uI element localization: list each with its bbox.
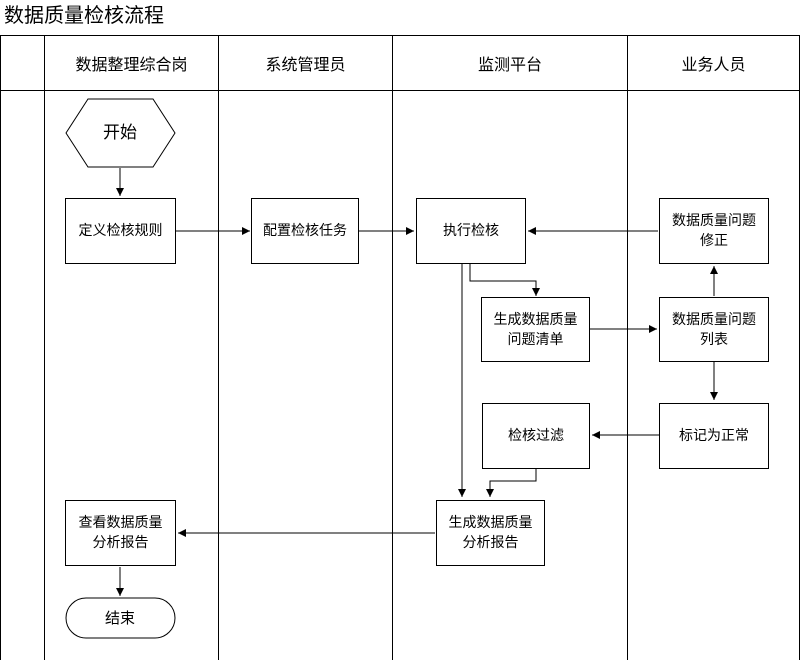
gen-issue-list-node: 生成数据质量问题清单 <box>481 297 590 362</box>
gen-issue-list-label: 生成数据质量问题清单 <box>493 311 578 348</box>
exec-check-label: 执行检核 <box>443 223 499 239</box>
define-rules-label: 定义检核规则 <box>78 223 163 239</box>
config-task-label: 配置检核任务 <box>263 223 347 239</box>
define-rules-node: 定义检核规则 <box>65 198 176 264</box>
view-report-node: 查看数据质量分析报告 <box>65 500 176 566</box>
arrow-exec-to-genlist <box>469 264 540 296</box>
end-label: 结束 <box>105 609 135 627</box>
start-node <box>65 98 176 168</box>
mark-normal-node: 标记为正常 <box>659 403 769 469</box>
end-node <box>65 597 176 639</box>
gen-report-label: 生成数据质量分析报告 <box>448 515 533 551</box>
issue-list-node: 数据质量问题列表 <box>659 297 769 362</box>
arrow-filter-to-report <box>486 469 537 497</box>
fix-issue-node: 数据质量问题修正 <box>659 198 769 264</box>
lane-header-business-staff: 业务人员 <box>681 55 746 74</box>
gen-report-node: 生成数据质量分析报告 <box>436 500 545 566</box>
view-report-label: 查看数据质量分析报告 <box>78 515 163 551</box>
page-title: 数据质量检核流程 <box>4 3 164 27</box>
lane-header-monitoring-platform: 监测平台 <box>477 55 542 74</box>
start-label: 开始 <box>103 123 137 143</box>
issue-list-label: 数据质量问题列表 <box>672 311 756 348</box>
mark-normal-label: 标记为正常 <box>679 428 749 444</box>
fix-issue-label: 数据质量问题修正 <box>672 213 756 249</box>
lane-header-data-organizer: 数据整理综合岗 <box>75 55 188 74</box>
filter-label: 检核过滤 <box>508 428 564 444</box>
exec-check-node: 执行检核 <box>416 198 526 264</box>
lane-header-system-admin: 系统管理员 <box>265 55 346 74</box>
config-task-node: 配置检核任务 <box>251 198 359 264</box>
filter-node: 检核过滤 <box>482 403 590 469</box>
